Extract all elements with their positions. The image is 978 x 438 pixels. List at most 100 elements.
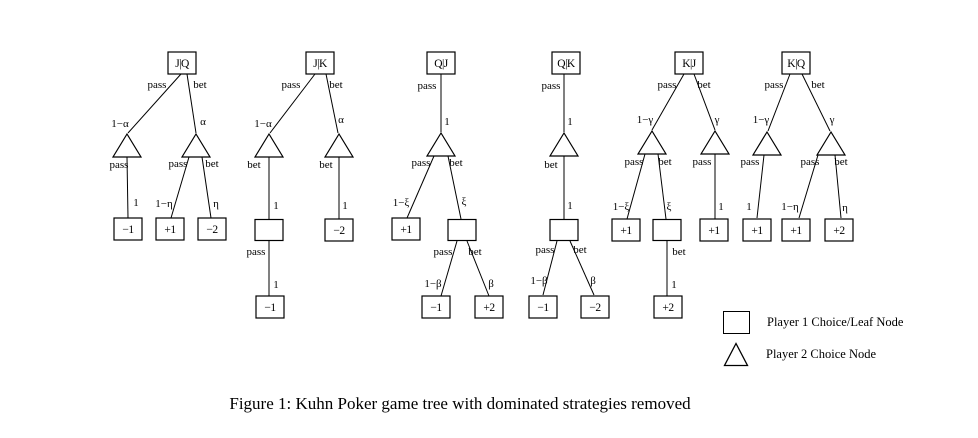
player1-choice-node [254, 218, 284, 242]
leaf-value: +1 [751, 225, 763, 237]
leaf-value: +2 [833, 225, 845, 237]
edge-label: 1−γ [637, 114, 654, 126]
edge-label: 1 [718, 201, 724, 213]
tree-edge [447, 155, 462, 220]
edge-label: bet [449, 157, 462, 169]
edge-label: bet [193, 79, 206, 91]
leaf-value: +1 [620, 225, 632, 237]
leaf-value: −2 [333, 225, 345, 237]
tree-edge [406, 155, 435, 219]
edge-label: ξ [462, 196, 467, 208]
leaf-node [781, 218, 811, 242]
edge-label: α [200, 116, 206, 128]
root-node [167, 51, 197, 75]
player2-choice-node [111, 132, 143, 158]
player2-choice-node [180, 132, 212, 158]
leaf-node [653, 295, 683, 319]
tree-edge [325, 73, 339, 134]
tree-edge [440, 240, 458, 297]
edge-label: pass [247, 246, 266, 258]
tree-edge [693, 73, 716, 131]
tree-edge [201, 156, 212, 219]
edge-label: β [590, 275, 596, 287]
edge-label: bet [697, 79, 710, 91]
player2-choice-node [699, 129, 731, 155]
leaf-node [197, 217, 227, 241]
leaf-node [113, 217, 143, 241]
player2-choice-node [253, 132, 285, 158]
tree-edge [657, 153, 667, 220]
leaf-node [391, 217, 421, 241]
edge-label: 1−ξ [613, 201, 630, 213]
root-label: J|Q [175, 58, 190, 70]
edge-label: bet [468, 246, 481, 258]
edge-label: 1−α [111, 118, 129, 130]
edge-label: 1 [746, 201, 752, 213]
tree-edge [834, 154, 842, 219]
root-label: Q|J [434, 58, 449, 70]
edge-label: 1−α [254, 118, 272, 130]
leaf-node [611, 218, 641, 242]
player2-choice-node [636, 129, 668, 155]
player2-triangle-icon [723, 341, 749, 366]
tree-edge [801, 73, 831, 132]
leaf-value: +1 [790, 225, 802, 237]
edge-label: γ [829, 114, 835, 126]
leaf-value: +1 [164, 224, 176, 236]
tree-edge [756, 154, 765, 219]
edge-label: 1 [567, 116, 573, 128]
edge-label: α [338, 114, 344, 126]
edge-label: bet [573, 244, 586, 256]
edge-label: pass [625, 156, 644, 168]
legend-label-player1: Player 1 Choice/Leaf Node [767, 314, 904, 329]
legend-label-player2: Player 2 Choice Node [766, 346, 877, 361]
edge-label: pass [542, 80, 561, 92]
edge-label: bet [672, 246, 685, 258]
edge-label: 1−ξ [393, 197, 410, 209]
edge-label: pass [169, 158, 188, 170]
edge-label: 1−η [155, 198, 173, 210]
leaf-value: −2 [206, 224, 218, 236]
edge-label: 1 [133, 197, 139, 209]
player1-choice-node [652, 218, 682, 242]
leaf-value: −1 [430, 302, 442, 314]
legend-item-player2: Player 2 Choice Node [723, 338, 903, 370]
edge-label: pass [801, 156, 820, 168]
edge-label: pass [110, 159, 129, 171]
edge-label: η [213, 198, 219, 210]
tree-edge [767, 73, 791, 132]
leaf-node [742, 218, 772, 242]
edge-label: 1−η [781, 201, 799, 213]
root-label: Q|K [557, 58, 576, 70]
leaf-value: +1 [400, 224, 412, 236]
edge-label: bet [544, 159, 557, 171]
edge-label: 1 [671, 279, 677, 291]
leaf-node [155, 217, 185, 241]
edge-label: bet [247, 159, 260, 171]
root-node [305, 51, 335, 75]
tree-edge [126, 156, 129, 219]
edge-label: pass [765, 79, 784, 91]
leaf-value: −1 [122, 224, 134, 236]
leaf-node [324, 218, 354, 242]
edge-label: ξ [667, 201, 672, 213]
edge-label: bet [329, 79, 342, 91]
leaf-node [699, 218, 729, 242]
tree-edge [798, 154, 819, 219]
leaf-node [255, 295, 285, 319]
edge-label: γ [714, 114, 720, 126]
edge-label: bet [658, 156, 671, 168]
edge-label: pass [148, 79, 167, 91]
root-label: K|Q [787, 58, 806, 70]
leaf-value: +2 [662, 302, 674, 314]
edge-label: pass [282, 79, 301, 91]
tree-edge [569, 240, 595, 296]
player1-choice-node [549, 218, 579, 242]
root-node [426, 51, 456, 75]
edge-label: bet [811, 79, 824, 91]
root-node [551, 51, 581, 75]
leaf-value: +2 [483, 302, 495, 314]
